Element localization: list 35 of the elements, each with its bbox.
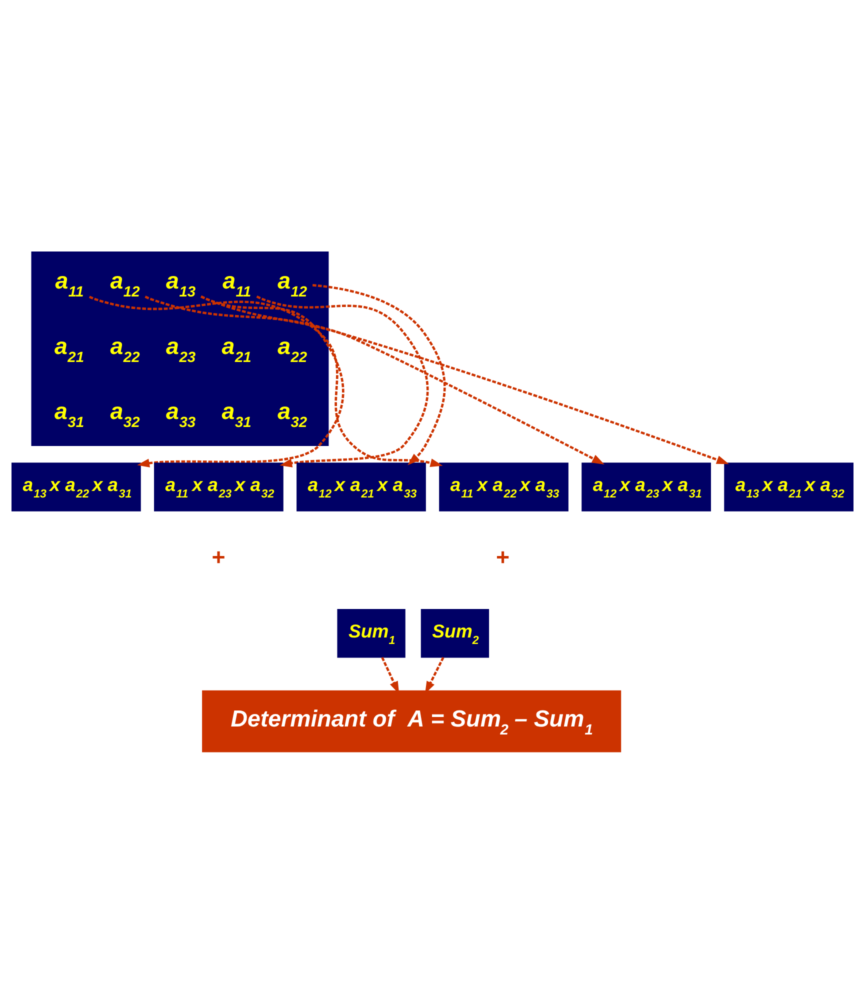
arrow <box>256 295 429 467</box>
node-text: a$_{11}$ <box>55 267 84 300</box>
node-box: a$_{12}$ x a$_{23}$ x a$_{31}$ <box>582 462 711 511</box>
node-box: Sum$_{1}$ <box>337 608 406 658</box>
node-text: a$_{32}$ <box>110 397 140 430</box>
label: + <box>496 544 510 570</box>
arrow <box>137 294 344 467</box>
node-text: a$_{21}$ <box>222 332 252 366</box>
node-text: a$_{12}$ <box>278 267 308 300</box>
arrow <box>144 295 604 464</box>
arrow <box>381 656 400 694</box>
cluster <box>31 251 329 446</box>
node-box: a$_{13}$ x a$_{21}$ x a$_{32}$ <box>724 462 854 511</box>
node-box: Determinant of A = Sum$_{2}$ – Sum$_{1}$ <box>202 690 622 752</box>
arrow <box>425 656 444 694</box>
node-text: a$_{31}$ <box>54 397 84 430</box>
node-text: a$_{12}$ <box>110 267 140 300</box>
node-box: a$_{13}$ x a$_{22}$ x a$_{31}$ <box>12 462 141 511</box>
node-text: a$_{21}$ <box>54 332 84 366</box>
node-text: a$_{31}$ <box>222 397 252 430</box>
node-text: a$_{11}$ <box>222 267 252 300</box>
node-text: a$_{33}$ <box>166 397 196 430</box>
node-box: Sum$_{2}$ <box>420 608 490 658</box>
arrow <box>312 284 446 465</box>
node-box: a$_{12}$ x a$_{21}$ x a$_{33}$ <box>296 462 426 511</box>
node-text: a$_{23}$ <box>166 332 196 366</box>
node-box: a$_{11}$ x a$_{22}$ x a$_{33}$ <box>439 462 568 511</box>
node-text: a$_{22}$ <box>110 332 140 366</box>
node-text: a$_{32}$ <box>278 397 308 430</box>
arrow <box>200 294 730 464</box>
arrow <box>88 295 443 467</box>
node-text: a$_{13}$ <box>166 267 196 300</box>
node-box: a$_{11}$ x a$_{23}$ x a$_{32}$ <box>154 462 284 511</box>
label: + <box>212 544 226 570</box>
node-text: a$_{22}$ <box>278 332 308 366</box>
